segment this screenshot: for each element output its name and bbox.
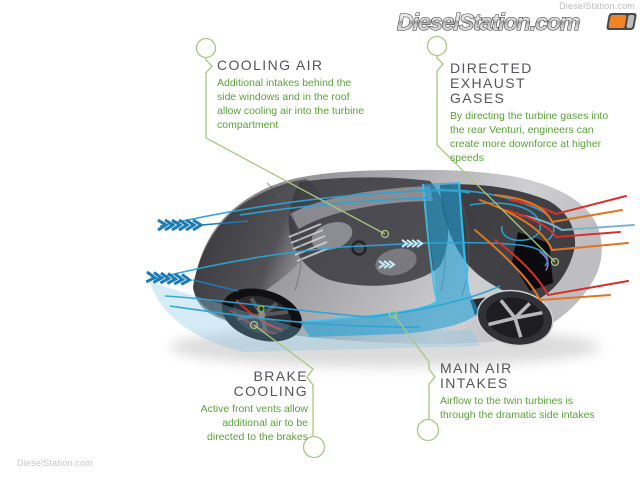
callout-title: BRAKE COOLING (233, 368, 308, 400)
callout-body: Active front vents allow additional air … (200, 403, 308, 443)
watermark-top: DieselStation.com (559, 1, 635, 11)
logo-badge-icon (606, 13, 637, 30)
callout-anchor-circle-exhaust (426, 35, 448, 57)
main-intake-flow-band (299, 181, 479, 337)
connector-brake-cooling (253, 324, 314, 436)
pointer-dot-brake (249, 320, 259, 330)
callout-title: MAIN AIR INTAKES (440, 360, 513, 392)
callout-title: COOLING AIR (217, 57, 324, 73)
callout-main-air-intakes: MAIN AIR INTAKES Airflow to the twin tur… (440, 360, 612, 423)
callout-connectors (195, 35, 560, 459)
connector-cooling-air (205, 58, 386, 235)
front-wheel (221, 288, 303, 342)
logo-text: DieselStation.com (397, 9, 580, 35)
watermark-bottom: DieselStation.com (17, 458, 93, 468)
airflow-streamlines (149, 188, 555, 328)
hub-marker-dot (257, 305, 265, 313)
callout-body: Additional intakes behind the side windo… (217, 77, 365, 131)
callout-anchor-circle-main (416, 418, 440, 442)
callout-directed-exhaust-gases: DIRECTED EXHAUST GASES By directing the … (450, 60, 618, 166)
callout-body: By directing the turbine gases into the … (450, 110, 609, 164)
pointer-dot-exhaust (550, 257, 560, 267)
connector-main-intakes (392, 313, 436, 419)
callout-anchor-circle-cooling (195, 37, 217, 59)
callout-anchor-circle-brake (302, 435, 326, 459)
pointer-dot-main (388, 309, 398, 319)
airflow-arrow-icons (145, 218, 424, 292)
rear-wheel (476, 289, 554, 347)
callout-title: DIRECTED EXHAUST GASES (450, 60, 533, 107)
exhaust-flow-lines (474, 194, 635, 302)
callout-cooling-air: COOLING AIR Additional intakes behind th… (217, 57, 377, 133)
pointer-dot-cooling (380, 229, 390, 239)
callout-brake-cooling: BRAKE COOLING Active front vents allow a… (182, 368, 308, 445)
connector-directed-exhaust (436, 56, 556, 263)
underbody-airflow-wash (150, 282, 480, 352)
callout-body: Airflow to the twin turbines is through … (440, 395, 595, 422)
dieselstation-logo: DieselStation.com (397, 9, 637, 36)
